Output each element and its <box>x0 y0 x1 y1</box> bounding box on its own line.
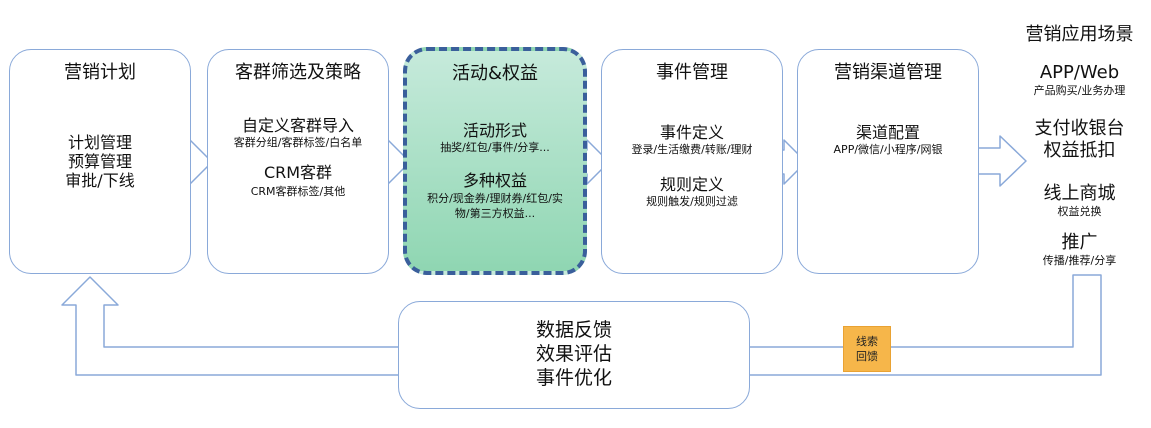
plan-item: 审批/下线 <box>65 171 135 190</box>
feedback-box[interactable]: 数据反馈 效果评估 事件优化 <box>398 301 750 409</box>
scene-online-mall: 线上商城 权益兑换 <box>1043 183 1116 218</box>
scene-promotion: 推广 传播/推荐/分享 <box>1042 232 1117 267</box>
group-heading: 多种权益 <box>462 171 527 190</box>
scenes-title: 营销应用场景 <box>1025 24 1134 45</box>
card-title: 营销计划 <box>64 62 136 83</box>
group-heading: 活动形式 <box>462 121 527 140</box>
feedback-line: 事件优化 <box>535 367 612 389</box>
group-detail: APP/微信/小程序/网银 <box>833 143 943 156</box>
group-detail: 抽奖/红包/事件/分享... <box>440 141 550 154</box>
feedback-line: 效果评估 <box>535 343 612 365</box>
card-title: 客群筛选及策略 <box>235 62 361 83</box>
feedback-loop-arrow <box>61 274 1102 376</box>
group-heading: 规则定义 <box>659 175 724 194</box>
feedback-line: 数据反馈 <box>535 319 612 341</box>
plan-item: 预算管理 <box>67 152 132 171</box>
group-heading: 自定义客群导入 <box>241 116 354 135</box>
card-title: 营销渠道管理 <box>834 62 942 83</box>
group-detail: 积分/现金券/理财券/红包/实 <box>427 192 563 205</box>
card-title: 活动&权益 <box>451 63 539 84</box>
lead-feedback-note: 线索 回馈 <box>843 326 891 372</box>
card-title: 事件管理 <box>656 62 728 83</box>
group-detail: CRM客群标签/其他 <box>250 185 346 198</box>
group-heading: CRM客群 <box>263 163 333 182</box>
card-marketing-plan[interactable]: 营销计划 计划管理 预算管理 审批/下线 <box>9 49 191 274</box>
plan-item: 计划管理 <box>67 133 132 152</box>
group-heading: 渠道配置 <box>855 123 920 142</box>
card-audience-strategy[interactable]: 客群筛选及策略 自定义客群导入 客群分组/客群标签/白名单 CRM客群 CRM客… <box>207 49 389 274</box>
group-detail: 规则触发/规则过滤 <box>646 195 738 208</box>
scene-app-web: APP/Web 产品购买/业务办理 <box>1033 62 1126 97</box>
group-detail: 物/第三方权益... <box>454 207 536 220</box>
group-heading: 事件定义 <box>659 123 724 142</box>
group-detail: 登录/生活缴费/转账/理财 <box>631 143 753 156</box>
card-channel-management[interactable]: 营销渠道管理 渠道配置 APP/微信/小程序/网银 <box>797 49 979 274</box>
card-activity-rights[interactable]: 活动&权益 活动形式 抽奖/红包/事件/分享... 多种权益 积分/现金券/理财… <box>403 47 587 275</box>
group-detail: 客群分组/客群标签/白名单 <box>233 136 363 149</box>
scene-payment: 支付收银台 权益抵扣 <box>1034 118 1125 161</box>
card-event-management[interactable]: 事件管理 事件定义 登录/生活缴费/转账/理财 规则定义 规则触发/规则过滤 <box>601 49 783 274</box>
